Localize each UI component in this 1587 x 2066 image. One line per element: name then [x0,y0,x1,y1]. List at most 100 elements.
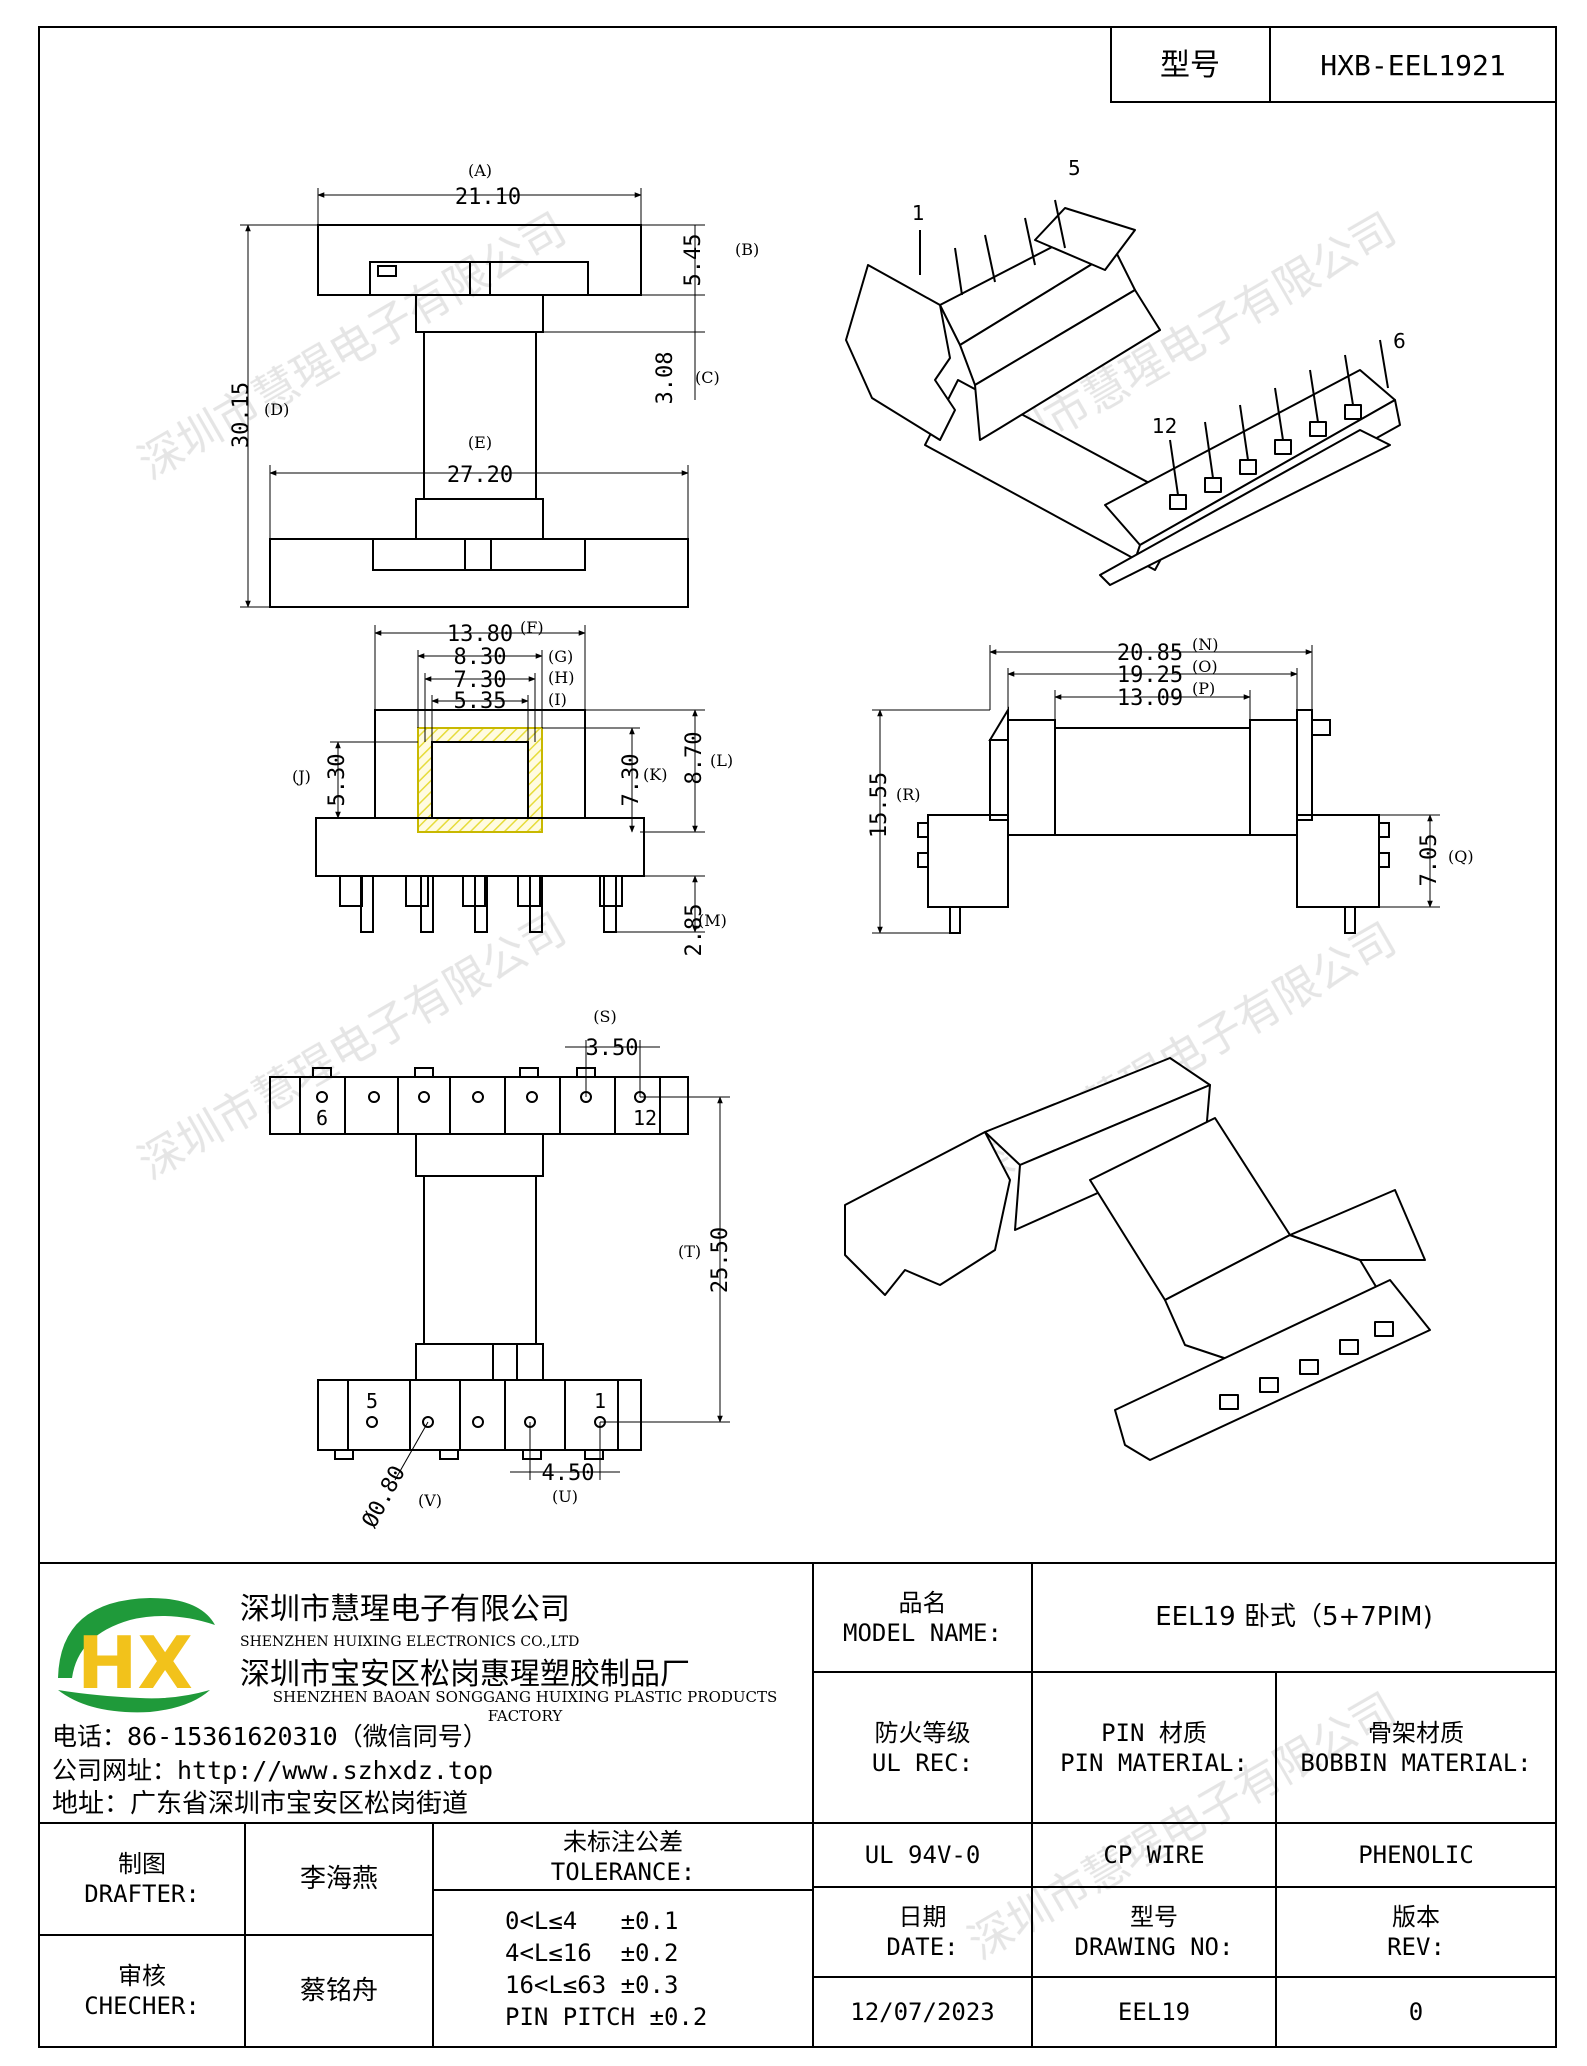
dim-R: 15.55 [867,772,892,838]
pin-6-label: 6 [316,1106,328,1130]
rev-value: 0 [1408,1998,1424,2026]
company-logo: HX [58,1598,215,1713]
model-name-value: EEL19 卧式（5+7PIM) [1155,1602,1433,1633]
company-address: 地址：广东省深圳市宝安区松岗街道 [52,1788,469,1819]
iso-pin-5: 5 [1068,156,1081,180]
dim-K: 7.30 [619,754,644,807]
label-O: (O) [1192,657,1218,676]
iso-view-top-labels: 1 5 6 12 [912,156,1406,438]
top-view [240,188,705,608]
pin-material-label: PIN 材质 PIN MATERIAL: [1060,1718,1248,1777]
dim-D: 30.15 [229,382,254,448]
company-website: 公司网址：http://www.szhxdz.top [52,1756,494,1786]
date-label: 日期 DATE: [886,1903,959,1961]
pin-12-label: 12 [633,1106,657,1130]
label-L: (L) [710,751,733,770]
dim-E: 27.20 [447,463,513,488]
model-label: 型号 [1160,48,1220,83]
label-Q: (Q) [1448,847,1474,866]
date-value: 12/07/2023 [850,1998,995,2026]
tolerance-line-4: PIN PITCH ±0.2 [505,2002,708,2031]
dim-O: 19.25 [1117,663,1183,688]
logo-text: HX [77,1621,193,1705]
checker-label: 审核 CHECHER: [84,1962,200,2020]
label-N: (N) [1192,635,1218,654]
label-H: (H) [548,668,574,687]
bottom-view-dims: (S) 3.50 25.50 (T) 4.50 (U) Ø0.80 (V) 6 … [316,1007,733,1532]
tolerance-line-1: 0<L≤4 ±0.1 [505,1906,679,1935]
iso-pin-12: 12 [1152,414,1177,438]
iso-pin-6: 6 [1393,329,1406,353]
model-header: 型号 HXB-EEL1921 [1110,26,1557,103]
drafter-label: 制图 DRAFTER: [84,1850,200,1908]
factory-name-cn: 深圳市宝安区松岗惠瑆塑胶制品厂 [240,1657,690,1693]
ul-rec-value: UL 94V-0 [864,1841,981,1869]
label-I: (I) [548,690,567,709]
iso-view-bottom [844,1057,1431,1461]
watermark-1: 深圳市慧瑆电子有限公司 [130,203,575,489]
side-view-dims: 20.85 (N) 19.25 (O) 13.09 (P) 15.55 (R) … [867,635,1474,886]
iso-view-top [845,199,1401,586]
ul-rec-label: 防火等级 UL REC: [871,1718,974,1777]
dim-N: 20.85 [1117,641,1183,666]
dim-J: 5.30 [325,754,350,807]
iso-pin-1: 1 [912,201,925,225]
drafter-name: 李海燕 [299,1863,378,1894]
dim-A: 21.10 [455,185,521,210]
label-B: (B) [735,240,759,259]
label-P: (P) [1192,679,1215,698]
dim-P: 13.09 [1117,686,1183,711]
company-name-en: SHENZHEN HUIXING ELECTRONICS CO.,LTD [240,1634,580,1651]
dim-C: 3.08 [653,352,678,405]
bobbin-material-label: 骨架材质 BOBBIN MATERIAL: [1300,1718,1532,1777]
side-view [872,645,1440,934]
dim-I: 5.35 [454,689,507,714]
pin-material-value: CP WIRE [1103,1841,1205,1869]
dim-Q: 7.05 [1417,834,1442,887]
label-S: (S) [593,1007,616,1026]
dim-F: 13.80 [447,622,513,647]
label-D: (D) [264,400,289,419]
rev-label: 版本 REV: [1387,1903,1445,1961]
label-U: (U) [552,1487,578,1506]
company-phone: 电话：86-15361620310（微信同号） [52,1722,488,1752]
factory-name-en: SHENZHEN BAOAN SONGGANG HUIXING PLASTIC … [272,1688,778,1725]
top-view-dims: (A) 21.10 5.45 (B) 3.08 (C) 30.15 (D) (E… [229,161,759,488]
dim-V: Ø0.80 [358,1462,411,1532]
watermark-3: 深圳市慧瑆电子有限公司 [130,903,575,1189]
end-view [315,625,705,933]
dim-U: 4.50 [542,1461,595,1486]
label-F: (F) [520,618,544,637]
end-view-dims: 13.80 (F) 8.30 (G) 7.30 (H) 5.35 (I) 5.3… [292,618,733,956]
dim-B: 5.45 [681,234,706,287]
drawing-no-value: EEL19 [1117,1998,1191,2026]
bobbin-material-value: PHENOLIC [1358,1841,1474,1869]
label-T: (T) [678,1242,701,1261]
tolerance-label: 未标注公差 TOLERANCE: [550,1827,696,1886]
label-C: (C) [695,368,720,387]
dim-M: 2.85 [682,904,707,957]
dim-G: 8.30 [454,645,507,670]
label-K: (K) [643,765,667,784]
dim-T: 25.50 [708,1227,733,1293]
pin-1-label: 1 [594,1389,606,1413]
label-E: (E) [468,433,492,452]
bottom-view [269,1040,730,1481]
model-value: HXB-EEL1921 [1320,49,1505,82]
tolerance-table: 0<L≤4 ±0.1 4<L≤16 ±0.2 16<L≤63 ±0.3 PIN … [433,1890,813,2047]
label-J: (J) [292,767,311,786]
label-A: (A) [468,161,492,180]
dim-H: 7.30 [454,668,507,693]
pin-5-label: 5 [366,1389,378,1413]
title-block-grid [39,1562,1556,2047]
checker-name: 蔡铭舟 [299,1975,378,2006]
label-R: (R) [896,785,921,804]
label-V: (V) [418,1491,442,1510]
sheet-border [38,26,1557,2048]
tolerance-line-3: 16<L≤63 ±0.3 [505,1970,679,1999]
tolerance-line-2: 4<L≤16 ±0.2 [505,1938,679,1967]
dim-S: 3.50 [586,1036,639,1061]
label-M: (M) [698,911,727,930]
dim-L: 8.70 [682,732,707,785]
